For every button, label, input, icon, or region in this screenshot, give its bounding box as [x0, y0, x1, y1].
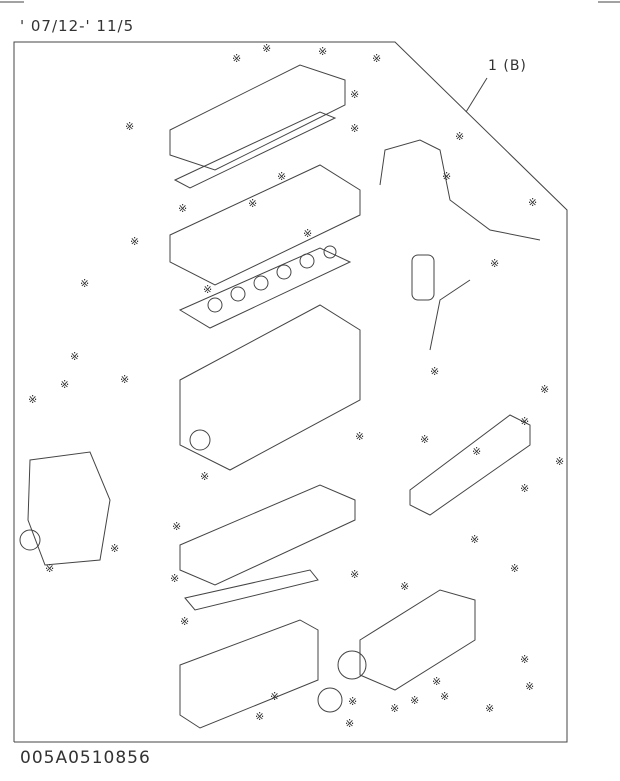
gasket-marker: ※	[130, 235, 139, 248]
gasket-marker: ※	[45, 562, 54, 575]
rocker-cover	[169, 64, 346, 189]
gasket-marker: ※	[178, 202, 187, 215]
head-gasket	[178, 245, 352, 329]
gasket-marker: ※	[277, 170, 286, 183]
injection-pump	[317, 589, 476, 713]
gasket-marker: ※	[125, 120, 134, 133]
gasket-marker: ※	[303, 227, 312, 240]
gasket-marker: ※	[355, 430, 364, 443]
gasket-marker: ※	[525, 680, 534, 693]
cylinder-head	[169, 164, 361, 286]
gasket-marker: ※	[470, 533, 479, 546]
gasket-marker: ※	[203, 283, 212, 296]
gasket-marker: ※	[440, 690, 449, 703]
gasket-marker: ※	[510, 562, 519, 575]
gasket-marker: ※	[420, 433, 429, 446]
gasket-marker: ※	[432, 675, 441, 688]
date-range: ' 07/12-' 11/5	[20, 17, 135, 35]
gasket-marker: ※	[442, 170, 451, 183]
gasket-marker: ※	[348, 695, 357, 708]
gasket-marker: ※	[28, 393, 37, 406]
gasket-marker: ※	[485, 702, 494, 715]
gasket-marker: ※	[350, 122, 359, 135]
gasket-marker: ※	[262, 42, 271, 55]
gasket-marker: ※	[345, 717, 354, 730]
gasket-marker: ※	[350, 88, 359, 101]
gasket-marker: ※	[232, 52, 241, 65]
kit-frame	[13, 41, 568, 743]
gasket-marker: ※	[455, 130, 464, 143]
gasket-marker: ※	[270, 690, 279, 703]
gasket-marker: ※	[390, 702, 399, 715]
gasket-markers: ※ ※ ※ ※ ※ ※ ※ ※ ※ ※ ※ ※ ※ ※ ※ ※ ※ ※ ※ ※ ※ ※ ※ ※ ※ ※ ※ ※ ※ ※ ※ ※ ※ ※ ※ ※ ※ ※ ※ ※…	[28, 42, 564, 730]
callout-label: 1 (B)	[488, 58, 527, 74]
gasket-marker: ※	[60, 378, 69, 391]
gasket-marker: ※	[555, 455, 564, 468]
gasket-marker: ※	[520, 653, 529, 666]
gasket-marker: ※	[110, 542, 119, 555]
gasket-marker: ※	[528, 196, 537, 209]
oil-pan	[179, 619, 319, 729]
gasket-marker: ※	[472, 445, 481, 458]
gasket-marker: ※	[372, 52, 381, 65]
gasket-marker: ※	[200, 470, 209, 483]
gasket-marker: ※	[540, 383, 549, 396]
gasket-marker: ※	[490, 257, 499, 270]
gasket-marker: ※	[430, 365, 439, 378]
oil-pan-gasket	[179, 484, 356, 611]
gasket-marker: ※	[318, 45, 327, 58]
fuel-pipe	[379, 139, 541, 351]
fuel-filter	[411, 254, 435, 301]
gasket-marker: ※	[170, 572, 179, 585]
timing-cover	[19, 451, 111, 566]
gasket-marker: ※	[70, 350, 79, 363]
exhaust-manifold	[409, 414, 531, 516]
gasket-marker: ※	[400, 580, 409, 593]
gasket-marker: ※	[80, 277, 89, 290]
gasket-marker: ※	[172, 520, 181, 533]
gasket-marker: ※	[248, 197, 257, 210]
gasket-marker: ※	[180, 615, 189, 628]
gasket-marker: ※	[255, 710, 264, 723]
callout-leader	[465, 77, 488, 113]
gasket-marker: ※	[520, 415, 529, 428]
drawing-number: 005A0510856	[20, 748, 151, 768]
gasket-marker: ※	[410, 694, 419, 707]
gasket-marker: ※	[350, 568, 359, 581]
gasket-marker: ※	[520, 482, 529, 495]
cylinder-block	[179, 304, 361, 471]
gasket-marker: ※	[120, 373, 129, 386]
